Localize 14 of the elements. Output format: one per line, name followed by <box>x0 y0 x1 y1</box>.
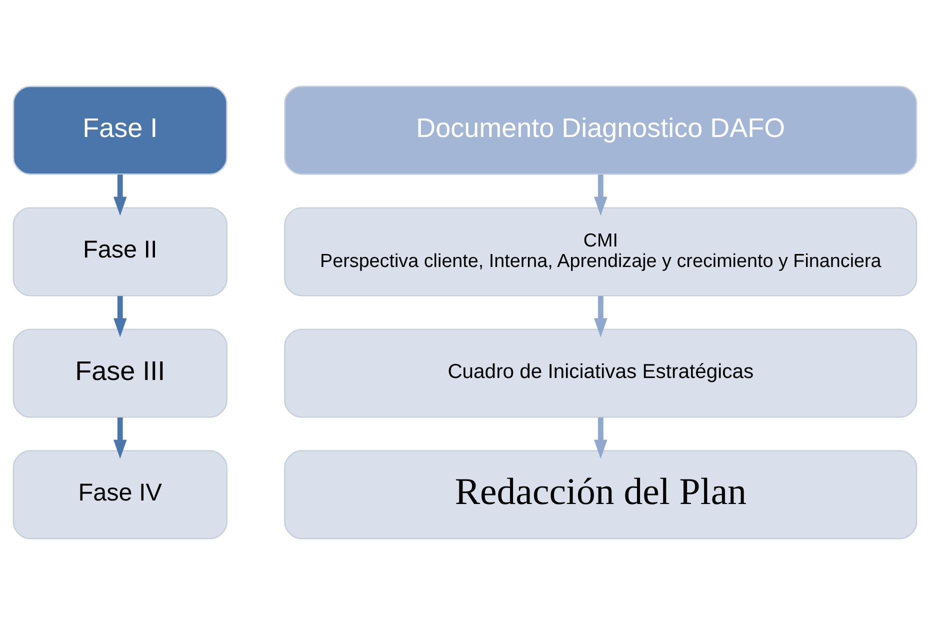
arrow <box>594 296 608 337</box>
arrow <box>594 174 608 216</box>
node-box: Redacción del Plan <box>284 450 918 539</box>
node-box: Fase III <box>12 328 228 418</box>
node-box: Fase IV <box>12 450 228 539</box>
node-box: CMI Perspectiva cliente, Interna, Aprendizaje y crecimiento y Financiera <box>284 206 918 296</box>
node-box: Documento Diagnostico DAFO <box>284 85 918 174</box>
arrow <box>594 416 608 458</box>
node-box: Cuadro de Iniciativas Estratégicas <box>284 328 918 418</box>
node-box: Fase I <box>12 85 228 174</box>
arrow <box>113 416 127 458</box>
node-box: Fase II <box>12 206 228 296</box>
arrow <box>113 174 127 216</box>
arrow <box>113 296 127 337</box>
